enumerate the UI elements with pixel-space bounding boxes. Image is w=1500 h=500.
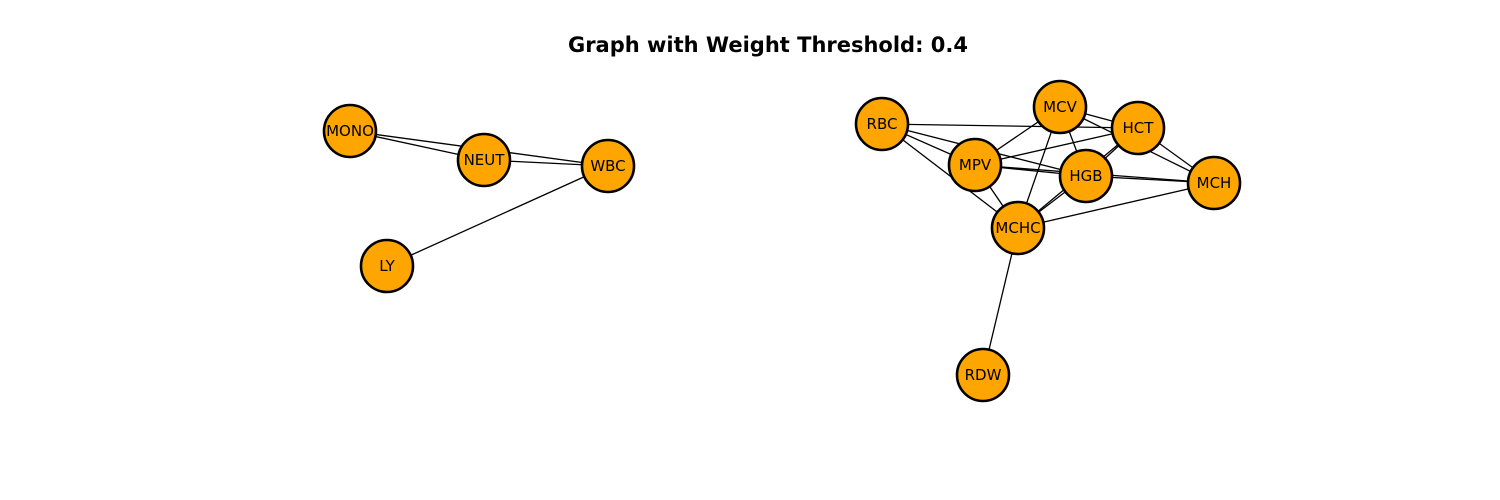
node-circle <box>955 347 1011 403</box>
nodes-layer: MONO NEUT WBC LY RBC MCV HCT MPV HGB MCH MCHC RDW <box>322 79 1242 403</box>
node-hgb: HGB <box>1058 148 1114 204</box>
node-ly: LY <box>359 238 415 294</box>
node-label: MCV <box>1043 98 1077 116</box>
node-mch: MCH <box>1186 155 1242 211</box>
node-label: MCHC <box>995 219 1040 237</box>
node-mcv: MCV <box>1032 79 1088 135</box>
edge-rbc-hct <box>881 123 1139 129</box>
node-label: HCT <box>1123 119 1155 137</box>
node-mchc: MCHC <box>990 200 1046 256</box>
edge-rbc-mchc <box>881 123 1019 229</box>
node-label: RDW <box>965 366 1002 384</box>
node-circle <box>580 138 636 194</box>
node-circle <box>359 238 415 294</box>
node-mono: MONO <box>322 103 378 159</box>
node-hct: HCT <box>1110 100 1166 156</box>
node-label: MPV <box>959 156 992 174</box>
node-label: MCH <box>1197 174 1232 192</box>
node-neut: NEUT <box>456 132 512 188</box>
node-mpv: MPV <box>947 137 1003 193</box>
node-circle <box>1110 100 1166 156</box>
node-circle <box>947 137 1003 193</box>
node-circle <box>1186 155 1242 211</box>
node-label: LY <box>379 257 395 275</box>
figure-title: Graph with Weight Threshold: 0.4 <box>568 33 968 57</box>
node-circle <box>456 132 512 188</box>
node-circle <box>1032 79 1088 135</box>
edge-ly-wbc <box>386 165 609 267</box>
node-rbc: RBC <box>854 96 910 152</box>
node-circle <box>322 103 378 159</box>
node-label: RBC <box>867 115 898 133</box>
edge-hct-mpv <box>974 127 1139 166</box>
node-rdw: RDW <box>955 347 1011 403</box>
edge-mch-mchc <box>1017 182 1215 229</box>
node-wbc: WBC <box>580 138 636 194</box>
node-label: WBC <box>590 157 625 175</box>
node-label: NEUT <box>464 151 506 169</box>
node-label: HGB <box>1069 167 1102 185</box>
node-circle <box>854 96 910 152</box>
node-circle <box>1058 148 1114 204</box>
node-circle <box>990 200 1046 256</box>
node-label: MONO <box>326 122 374 140</box>
